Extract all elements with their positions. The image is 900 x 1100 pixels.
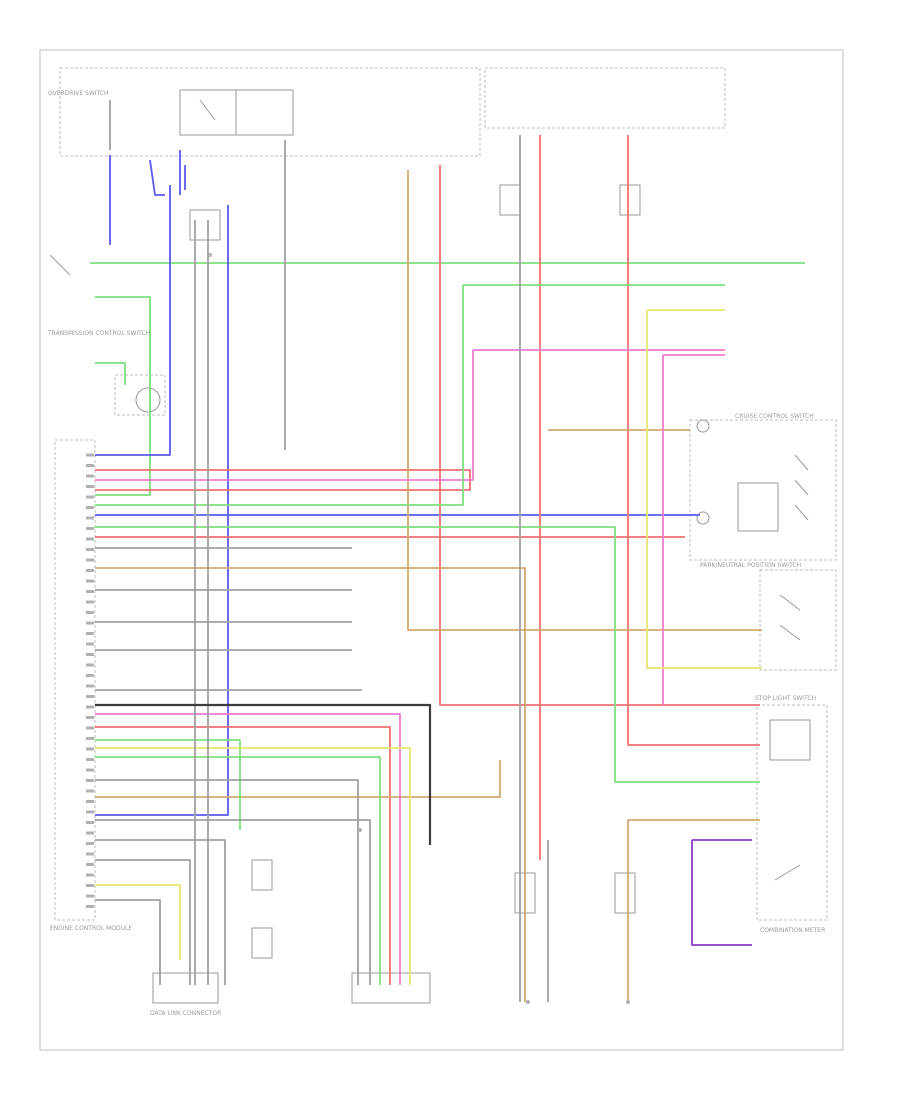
top-relay-block	[179, 89, 294, 136]
wire-green-22	[95, 739, 241, 830]
diagram-frame	[39, 49, 844, 1051]
wire-green-19	[95, 284, 725, 506]
wire-pink-17	[662, 354, 725, 705]
park-neutral-position-switch-label: PARK/NEUTRAL POSITION SWITCH	[700, 562, 801, 569]
ecm-pin	[86, 474, 94, 478]
wire-red-10	[627, 135, 760, 746]
ecm-pin	[86, 674, 94, 677]
ecm-pin	[86, 548, 94, 551]
wire-tan-12	[95, 567, 526, 1002]
ecm-pin	[86, 684, 94, 688]
wire-yellow-24	[95, 747, 411, 985]
ecm-pin	[86, 579, 94, 583]
wire-green-1	[95, 296, 151, 496]
ecm-pin	[86, 632, 94, 635]
ecm-pin	[86, 527, 94, 530]
wire-tan-11	[407, 170, 762, 631]
wire-green-21	[95, 756, 381, 985]
wire-red-8	[95, 536, 685, 985]
wire-gray-29	[109, 100, 286, 450]
park-neutral-switch-box	[759, 569, 837, 671]
data-link-connector-label: DATA LINK CONNECTOR	[150, 1010, 221, 1017]
ecm-pin	[86, 779, 94, 782]
wire-pink-18	[95, 713, 401, 985]
wire-blue-3	[95, 150, 229, 816]
ecm-pin	[86, 695, 94, 698]
ecm-label: ENGINE CONTROL MODULE	[50, 925, 132, 932]
wire-gray-33	[95, 779, 371, 985]
ecm-pin	[86, 453, 94, 457]
ecm-pin	[86, 726, 94, 730]
wire-gray-27	[95, 547, 362, 691]
ecm-pin	[86, 621, 94, 625]
ecm-pin	[86, 506, 94, 509]
ecm-pin	[86, 537, 94, 541]
ecm-pin	[86, 768, 94, 772]
wire-yellow-23	[646, 309, 762, 669]
overdrive-switch-label: OVERDRIVE SWITCH	[48, 90, 109, 97]
cruise-control-switch-box	[689, 419, 837, 561]
ecm-pin	[86, 495, 94, 499]
ecm-pin	[86, 842, 94, 845]
wire-red-7	[439, 165, 760, 706]
top-fuse-row	[59, 67, 726, 157]
ecm-pin	[86, 800, 94, 803]
ecm-pin	[86, 894, 94, 898]
wire-gray-30	[95, 839, 226, 985]
stop-light-switch-label: STOP LIGHT SWITCH	[755, 695, 816, 702]
ecm-pin	[86, 663, 94, 667]
ecm-pin	[86, 642, 94, 646]
ecm-pin	[86, 789, 94, 793]
transmission-control-switch-label: TRANSMISSION CONTROL SWITCH	[47, 330, 150, 337]
stop-light-switch-box	[756, 704, 828, 921]
ecm-pin	[86, 705, 94, 709]
bottom-relays	[189, 184, 641, 959]
junction-dots	[208, 253, 630, 1004]
wire-layer	[90, 100, 805, 1002]
engine-control-module-connector	[54, 439, 96, 921]
ecm-pin	[86, 905, 94, 908]
wire-tan-13	[95, 760, 501, 798]
wire-gray-28	[194, 220, 209, 985]
ecm-pin	[86, 464, 94, 467]
combination-meter-label: COMBINATION METER	[760, 927, 825, 934]
ecm-pin	[86, 569, 94, 572]
ecm-pin	[86, 758, 94, 761]
ecm-pin	[86, 810, 94, 814]
ecm-pin	[86, 611, 94, 614]
transmission-switch	[49, 254, 166, 416]
ecm-pin	[86, 485, 94, 488]
ecm-pin	[86, 873, 94, 877]
cruise-control-switch-label: CRUISE CONTROL SWITCH	[735, 413, 814, 420]
wire-gray-31	[519, 135, 549, 1002]
ecm-pin	[86, 737, 94, 740]
ecm-pin	[86, 747, 94, 751]
ecm-pin	[86, 558, 94, 562]
ecm-pin	[86, 884, 94, 887]
wire-pink-16	[95, 349, 725, 481]
wire-green-20	[95, 526, 760, 783]
ecm-pin	[86, 653, 94, 656]
wire-blue-4	[95, 185, 171, 456]
wire-yellow-25	[95, 884, 181, 960]
ecm-pin	[86, 516, 94, 520]
ecm-pin	[86, 831, 94, 835]
wire-dark-32	[95, 703, 432, 845]
ecm-pin	[86, 590, 94, 593]
wire-green-2	[95, 362, 126, 385]
ecm-pin	[86, 821, 94, 824]
wire-purple-26	[691, 839, 752, 946]
wire-tan-15	[627, 819, 760, 1002]
ecm-pin	[86, 600, 94, 604]
ecm-pin	[86, 852, 94, 856]
ecm-pin	[86, 863, 94, 866]
data-link-connector-box	[152, 972, 431, 1004]
ecm-pin	[86, 716, 94, 719]
